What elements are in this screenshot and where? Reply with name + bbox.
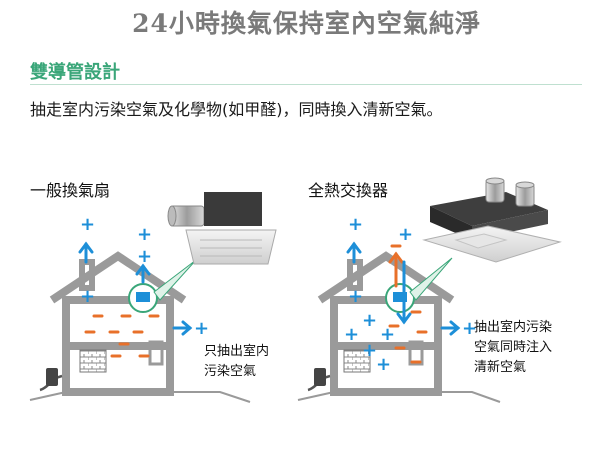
svg-text:+: + [348,214,363,235]
heat-exchanger-heading: 全熱交換器 [308,181,389,200]
outgoing-plus-mark: + [462,318,477,339]
ground-slope [170,391,251,403]
svg-text:+: + [137,224,152,245]
section-divider [30,84,582,85]
svg-text:+: + [80,286,95,307]
regular-fan-heading: 一般換氣扇 [30,181,111,200]
regular-fan-caption: 只抽出室内 污染空氣 [204,342,269,382]
exhaust-duct-arrow [388,251,404,288]
ground-base [297,391,335,401]
door [148,340,164,366]
fresh-air-plus-marks: + + + + [80,214,152,307]
regular-fan-house: + + + + + [29,214,251,403]
svg-text:+: + [398,224,413,245]
svg-text:+: + [344,324,359,345]
svg-text:+: + [380,324,395,345]
door [408,340,424,366]
fireplace-bricks [79,349,107,373]
svg-text:+: + [362,340,377,361]
power-plug-icon [46,368,58,386]
section-description: 抽走室内污染空氣及化學物(如甲醛)，同時換入清新空氣。 [30,100,443,119]
fan-callout-pointer [153,259,197,301]
svg-text:+: + [376,354,391,375]
fan-unit-icon [136,292,150,302]
svg-text:+: + [137,246,152,267]
svg-text:+: + [362,310,377,331]
caption-line: 空氣同時注入 [474,340,553,355]
outgoing-air-arrow [440,320,461,336]
svg-text:+: + [348,286,363,307]
power-plug-icon [314,368,326,386]
section-title: 雙導管設計 [30,62,120,83]
ceiling-fan-image [167,192,277,265]
ground-base [29,391,67,401]
outgoing-air-arrow [172,320,193,336]
heat-exchanger-caption: 抽出室内污染 空氣同時注入 清新空氣 [474,318,552,378]
exchanger-callout-pointer [409,257,453,301]
caption-line: 污染空氣 [204,364,257,379]
caption-line: 只抽出室内 [204,344,270,359]
house-outline [49,251,187,396]
intake-duct-arrow [346,241,412,325]
fireplace-bricks [343,349,371,373]
outgoing-plus-mark: + [194,318,209,339]
caption-line: 抽出室内污染 [474,320,553,335]
exchanger-unit-icon [393,292,407,302]
fresh-air-plus-marks: + + + + + + + + [344,214,413,375]
page-title: 24小時換氣保持室內空氣純淨 [132,9,481,38]
heat-exchanger-image [422,177,562,263]
svg-text:+: + [80,214,95,235]
polluted-air-marks [388,244,428,364]
heat-exchanger-house: + + + + + + + + + [297,214,501,403]
caption-line: 清新空氣 [474,360,527,375]
ground-slope [438,391,501,403]
polluted-air-marks [84,314,160,358]
fresh-air-arrows [78,241,151,284]
